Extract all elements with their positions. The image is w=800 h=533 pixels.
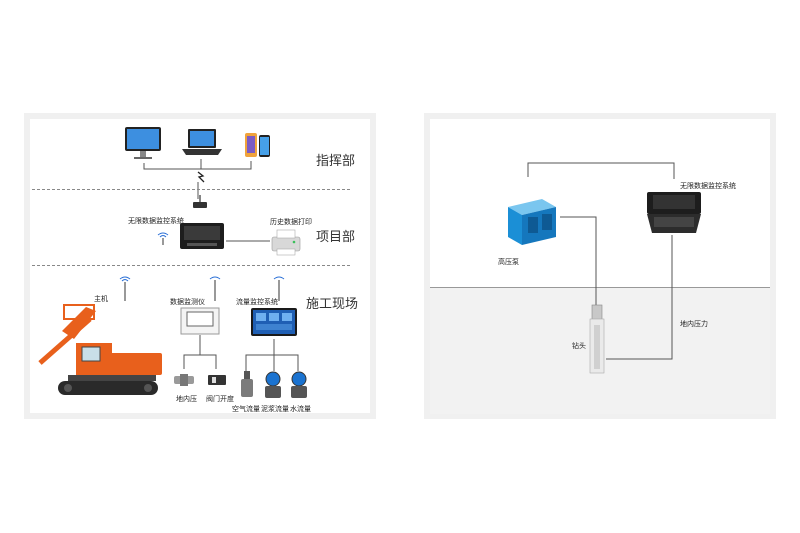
antenna-icon [273,276,285,301]
command-connector [143,159,252,199]
label-slurry-flow: 泥浆流量 [261,405,289,413]
divider-project-site [32,265,350,266]
slurry-flow-meter-icon [265,371,281,398]
label-drill-head: 钻头 [572,342,586,350]
drilling-rig-icon [38,304,162,395]
drill-head-icon [589,304,605,374]
antenna-icon [119,276,131,301]
section-label-site: 施工现场 [306,297,359,312]
laptop-icon [182,129,222,155]
right-connectors [527,162,675,360]
water-flow-meter-icon [291,371,307,398]
divider-command-project [32,189,350,190]
label-ground-pressure-left: 地内压 [176,395,197,403]
monitoring-case-icon [647,192,701,233]
right-diagram-panel: 高压泵 无限数据监控系统 钻头 地内压力 [424,113,776,419]
router-icon [193,195,207,208]
label-history-print: 历史数据打印 [270,218,312,226]
antenna-icon [209,276,221,301]
pressure-sensor-icon [174,374,194,386]
label-water-flow: 水流量 [290,405,311,413]
air-flow-meter-icon [241,371,253,397]
monitoring-case-icon [180,223,224,249]
label-valve-opening: 阀门开度 [206,395,234,403]
flow-monitor-screen-icon [251,308,297,336]
printer-icon [271,229,301,256]
label-wireless-system-right: 无限数据监控系统 [680,182,736,190]
section-label-project: 项目部 [316,230,356,245]
label-wireless-system-left: 无限数据监控系统 [128,217,184,225]
project-connector [226,240,270,242]
section-label-command: 指挥部 [316,154,356,169]
site-connectors [183,335,299,371]
label-air-flow: 空气流量 [232,405,260,413]
high-pressure-pump-icon [508,199,556,245]
antenna-icon [157,232,169,245]
valve-opening-sensor-icon [208,375,226,385]
label-high-pressure-pump: 高压泵 [498,258,519,266]
data-monitor-box-icon [180,307,220,335]
label-flow-monitor: 流量监控系统 [236,298,278,306]
left-diagram-panel: 指挥部 无限数据监控系统 历史数据打印 [24,113,376,419]
label-ground-pressure-right: 地内压力 [680,320,708,328]
label-main-machine: 主机 [94,295,108,303]
smartphone-icon [245,133,270,157]
desktop-monitor-icon [125,127,161,159]
label-data-monitor: 数据监测仪 [170,298,205,306]
